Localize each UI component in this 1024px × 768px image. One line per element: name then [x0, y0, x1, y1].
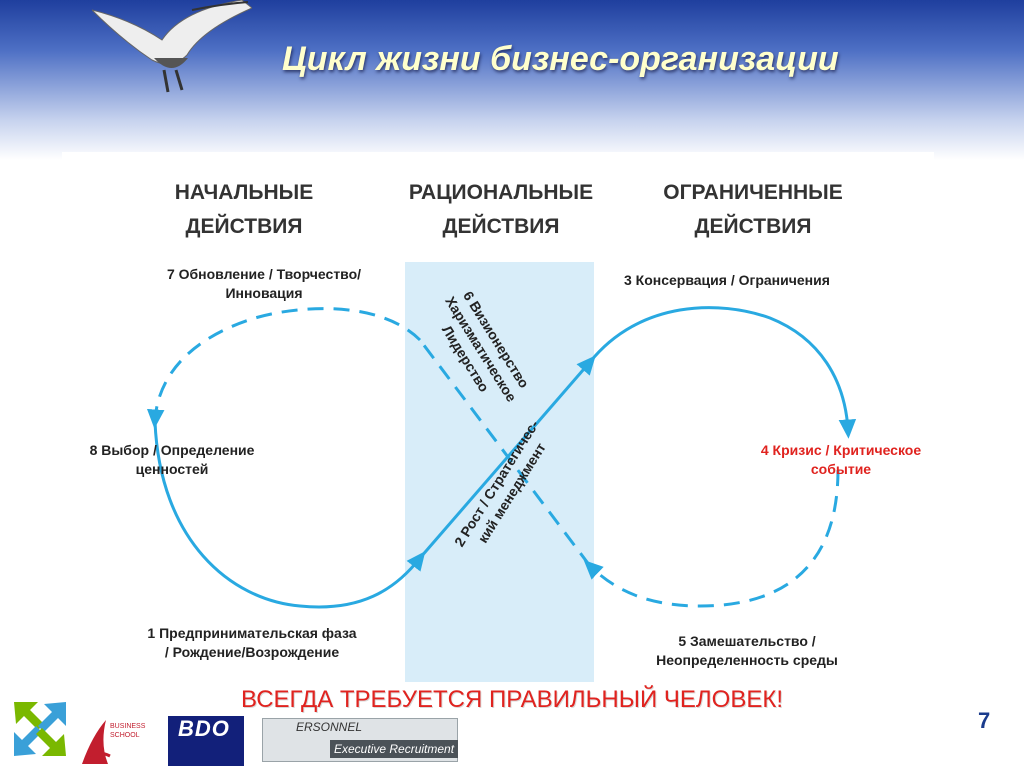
slide-title: Цикл жизни бизнес-организации [282, 40, 839, 78]
stage-7-line2: Инновация [225, 285, 303, 301]
seagull-image [92, 0, 252, 93]
bdo-logo-text: BDO [178, 716, 230, 741]
stage-1-label: 1 Предпринимательская фаза / Рождение/Во… [112, 624, 392, 662]
cycle-dashed-path-diagonal [418, 339, 592, 567]
stage-1-line2: / Рождение/Возрождение [164, 644, 340, 660]
phase-header-rational-line1: РАЦИОНАЛЬНЫЕ [408, 181, 594, 204]
stage-5-line1: 5 Замешательство / [678, 633, 816, 649]
executive-recruitment-text: Executive Recruitment [330, 740, 458, 758]
stage-3-label: 3 Консервация / Ограничения [624, 272, 830, 288]
cycle-solid-path-left [153, 421, 426, 609]
stage-4-line2: событие [810, 461, 872, 477]
phase-header-initial-line2: ДЕЙСТВИЯ [185, 215, 303, 238]
stage-7-label: 7 Обновление / Творчество/ Инновация [128, 265, 400, 303]
banner-text: ВСЕГДА ТРЕБУЕТСЯ ПРАВИЛЬНЫЙ ЧЕЛОВЕК! [241, 686, 783, 713]
stage-8-label: 8 Выбор / Определение ценностей [62, 441, 282, 479]
arrows-logo-icon [12, 700, 68, 758]
business-school-line2: SCHOOL [110, 732, 140, 739]
stage-7-line1: 7 Обновление / Творчество/ [166, 266, 362, 282]
stage-4-line1: 4 Кризис / Критическое [760, 442, 922, 458]
phase-header-rational: РАЦИОНАЛЬНЫЕ ДЕЙСТВИЯ [392, 176, 610, 244]
stage-1-line1: 1 Предпринимательская фаза [147, 625, 357, 641]
personnel-logo-text: ERSONNEL [296, 720, 363, 734]
business-school-line1: BUSINESS [110, 723, 146, 730]
rational-band [405, 262, 594, 682]
cycle-solid-path-diagonal [418, 355, 596, 559]
stage-4-label: 4 Кризис / Критическое событие [736, 441, 946, 479]
business-school-logo-text: BUSINESS SCHOOL [110, 722, 145, 740]
stage-8-line1: 8 Выбор / Определение [89, 442, 255, 458]
stage-5-label: 5 Замешательство / Неопределенность сред… [630, 632, 864, 670]
page-number: 7 [978, 708, 991, 733]
cycle-dashed-path-left [146, 307, 422, 429]
phase-header-limited: ОГРАНИЧЕННЫЕ ДЕЙСТВИЯ [646, 176, 860, 244]
stage-8-line2: ценностей [135, 461, 209, 477]
phase-header-initial: НАЧАЛЬНЫЕ ДЕЙСТВИЯ [162, 176, 326, 244]
stage-5-line2: Неопределенность среды [656, 652, 838, 668]
bdo-logo-box [168, 716, 244, 766]
cycle-dashed-path-right [583, 469, 840, 608]
phase-header-rational-line2: ДЕЙСТВИЯ [442, 215, 560, 238]
cycle-solid-path-right [588, 306, 857, 439]
phase-header-limited-line2: ДЕЙСТВИЯ [694, 215, 812, 238]
phase-header-limited-line1: ОГРАНИЧЕННЫЕ [663, 181, 843, 204]
phase-header-initial-line1: НАЧАЛЬНЫЕ [174, 181, 314, 204]
business-school-logo-icon [82, 720, 111, 764]
